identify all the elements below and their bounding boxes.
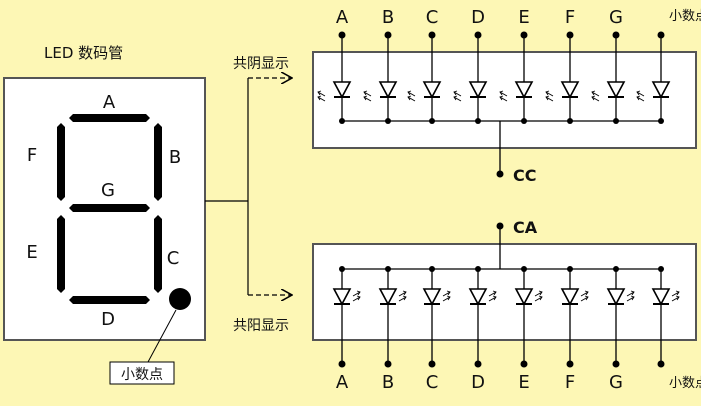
segment-a [69, 114, 150, 122]
anode-common-node [496, 222, 504, 230]
cathode-channel-g [591, 31, 625, 124]
decimal-point-callout-box [109, 361, 175, 385]
decimal-point [169, 288, 191, 310]
segment-b [154, 123, 162, 201]
top-pin-label-f: F [565, 7, 575, 28]
top-decimal-point-label: 小数点 [669, 9, 701, 24]
top-pin-label-e: E [518, 7, 529, 28]
cathode-channel-dp [636, 31, 670, 124]
anode-bus-junction [567, 266, 573, 272]
cathode-bus-junction [521, 118, 527, 124]
anode-pin-dot [520, 360, 528, 368]
cc-label: CC [513, 166, 536, 185]
anode-pin-dot [474, 360, 482, 368]
common-anode-panel [312, 243, 697, 341]
cathode-bus-junction [613, 118, 619, 124]
segment-label-c: C [167, 248, 180, 269]
anode-bus-junction [385, 266, 391, 272]
cathode-bus-junction [385, 118, 391, 124]
decimal-point-leader [147, 309, 177, 363]
anode-bus-junction [475, 266, 481, 272]
top-pin-label-a: A [336, 7, 349, 28]
anode-channel-dp [652, 266, 680, 368]
anode-channel-e [515, 266, 543, 368]
cathode-bus-junction [429, 118, 435, 124]
cathode-pin-dot [612, 31, 620, 39]
bottom-pin-label-d: D [471, 372, 485, 393]
bottom-pin-label-g: G [609, 372, 623, 393]
anode-bus-junction [613, 266, 619, 272]
anode-pin-dot [384, 360, 392, 368]
anode-bus-junction [429, 266, 435, 272]
anode-pin-dot [428, 360, 436, 368]
common-cathode-label: 共阴显示 [233, 56, 289, 72]
segment-label-e: E [26, 242, 37, 263]
anode-channel-f [561, 266, 589, 368]
bottom-pin-label-f: F [565, 372, 575, 393]
top-pin-label-d: D [471, 7, 485, 28]
cathode-channel-e [499, 31, 533, 124]
common-cathode-panel [312, 51, 697, 149]
decimal-point-callout-label: 小数点 [121, 367, 163, 383]
anode-pin-dot [612, 360, 620, 368]
bottom-pin-label-e: E [518, 372, 529, 393]
segment-label-g: G [101, 180, 115, 201]
cathode-common-node [496, 170, 504, 178]
anode-channel-b [379, 266, 407, 368]
top-pin-label-g: G [609, 7, 623, 28]
segment-d [69, 296, 150, 304]
panel-connector [205, 78, 249, 295]
cathode-pin-dot [428, 31, 436, 39]
cathode-pin-dot [384, 31, 392, 39]
anode-bus-junction [658, 266, 664, 272]
bottom-decimal-point-label: 小数点 [669, 376, 701, 391]
segment-f [57, 123, 65, 201]
segment-c [154, 215, 162, 293]
cathode-bus-junction [658, 118, 664, 124]
top-pin-label-b: B [382, 7, 394, 28]
top-pin-label-c: C [426, 7, 439, 28]
cathode-bus-junction [567, 118, 573, 124]
common-cathode-circuit [317, 31, 670, 178]
cathode-pin-dot [566, 31, 574, 39]
segment-g [69, 204, 150, 212]
anode-channel-g [607, 266, 635, 368]
title-text: LED 数码管 [44, 44, 123, 62]
common-anode-label: 共阳显示 [233, 318, 289, 334]
cathode-pin-dot [474, 31, 482, 39]
anode-channel-d [469, 266, 497, 368]
bottom-pin-label-a: A [336, 372, 349, 393]
segment-e [57, 215, 65, 293]
bottom-pin-label-b: B [382, 372, 394, 393]
cathode-channel-d [453, 31, 487, 124]
bottom-pin-label-c: C [426, 372, 439, 393]
cathode-pin-dot [657, 31, 665, 39]
anode-channel-a [333, 266, 361, 368]
anode-channel-c [423, 266, 451, 368]
cathode-bus-junction [475, 118, 481, 124]
cathode-bus-junction [339, 118, 345, 124]
anode-pin-dot [338, 360, 346, 368]
common-anode-circuit [333, 222, 680, 368]
cathode-channel-c [407, 31, 441, 124]
anode-pin-dot [657, 360, 665, 368]
cathode-pin-dot [520, 31, 528, 39]
anode-bus-junction [339, 266, 345, 272]
anode-pin-dot [566, 360, 574, 368]
cathode-channel-a [317, 31, 351, 124]
anode-bus-junction [521, 266, 527, 272]
cathode-channel-f [545, 31, 579, 124]
cathode-channel-b [363, 31, 397, 124]
segment-label-a: A [103, 92, 116, 113]
segment-label-b: B [169, 147, 181, 168]
cathode-pin-dot [338, 31, 346, 39]
segment-label-f: F [27, 145, 37, 166]
segment-label-d: D [101, 309, 115, 330]
ca-label: CA [513, 218, 538, 237]
